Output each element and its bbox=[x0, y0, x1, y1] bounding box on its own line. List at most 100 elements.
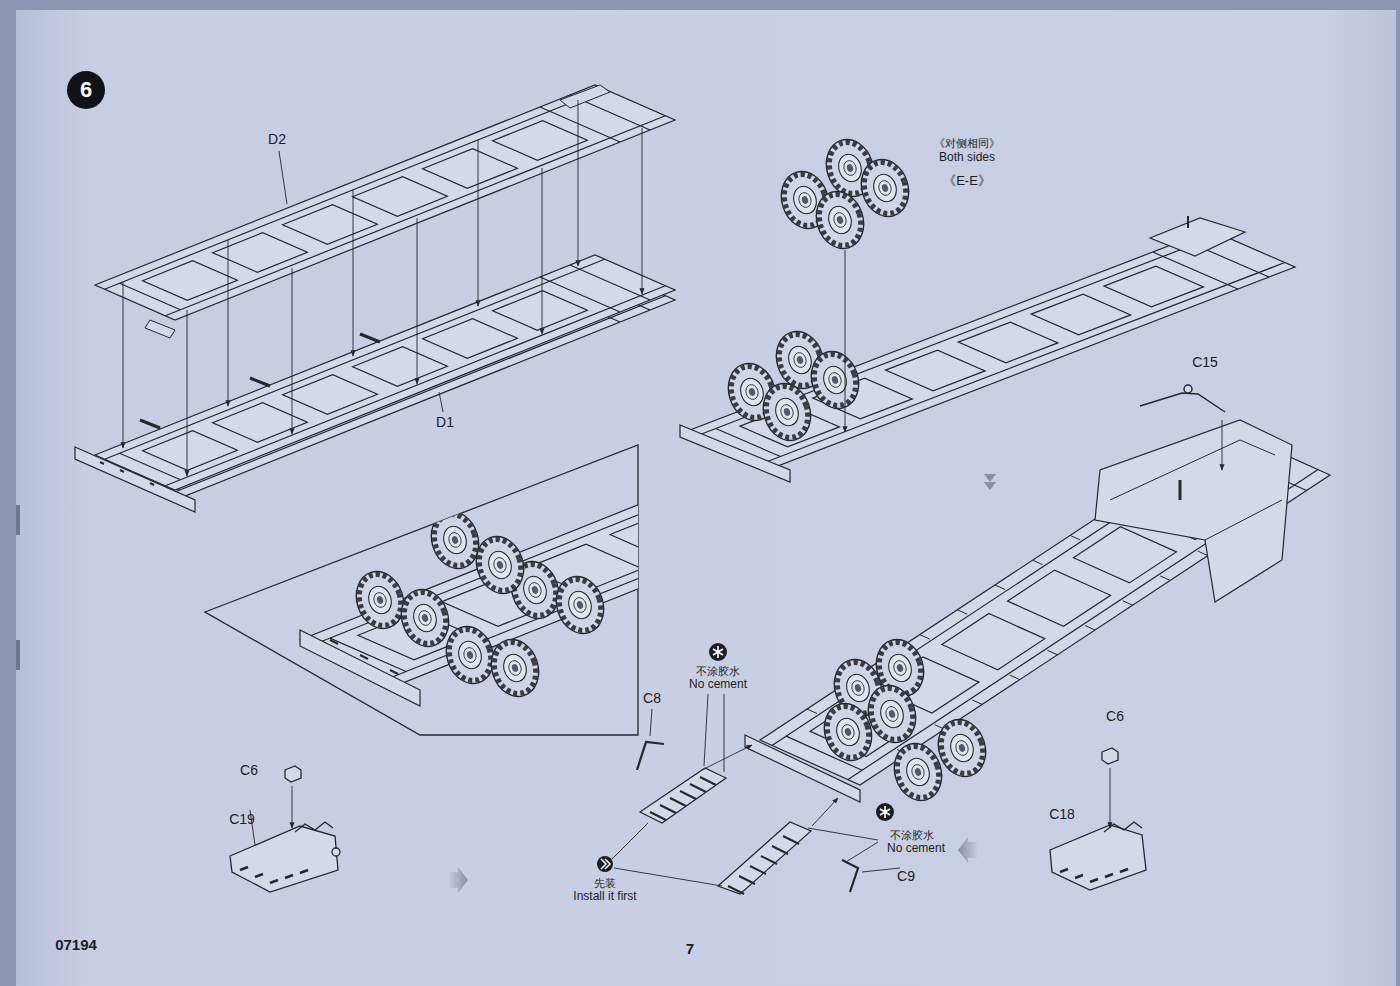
flow-arrow bbox=[448, 837, 978, 893]
part-c18 bbox=[1060, 869, 1128, 882]
part-c19 bbox=[230, 826, 338, 892]
leader-line bbox=[650, 709, 652, 736]
detail-inset bbox=[205, 445, 638, 735]
frame-d1 bbox=[100, 462, 154, 485]
part-c19 bbox=[292, 786, 293, 828]
leader-line bbox=[704, 694, 708, 766]
ramp bbox=[640, 768, 726, 823]
part-rod bbox=[637, 742, 858, 892]
page-number: 7 bbox=[686, 940, 694, 957]
leader-line bbox=[862, 868, 900, 872]
flow-arrow bbox=[448, 867, 468, 893]
binding-holes bbox=[16, 505, 20, 670]
ramp bbox=[728, 836, 799, 894]
part-number: D1 bbox=[436, 414, 454, 430]
leader-line bbox=[845, 250, 846, 432]
part-rod bbox=[842, 860, 858, 892]
part-number: C6 bbox=[1106, 708, 1124, 724]
alignment-arrows bbox=[478, 140, 479, 306]
part-number: C18 bbox=[1049, 806, 1075, 822]
leader-line bbox=[439, 392, 443, 412]
note-text: 不涂胶水 bbox=[696, 665, 740, 678]
symbol-icon bbox=[713, 646, 723, 658]
alignment-arrows bbox=[578, 100, 579, 266]
wheel-set-e bbox=[809, 185, 871, 254]
frame-d2 bbox=[145, 85, 610, 338]
ramp bbox=[640, 768, 811, 894]
part-number: C6 bbox=[240, 762, 258, 778]
detail-inset bbox=[349, 565, 411, 634]
part-number: C8 bbox=[643, 690, 661, 706]
part-c18 bbox=[1110, 768, 1111, 828]
part-c18 bbox=[1050, 748, 1146, 890]
alignment-arrows bbox=[123, 100, 642, 476]
note-text: 先装 bbox=[594, 877, 616, 890]
symbol-icon bbox=[880, 806, 890, 818]
symbol-icon bbox=[597, 643, 894, 872]
detail-inset bbox=[205, 400, 1000, 735]
binding-holes bbox=[16, 505, 20, 535]
assembled-trailer bbox=[1095, 420, 1292, 602]
leader-line bbox=[614, 868, 722, 886]
part-c19 bbox=[295, 822, 333, 832]
part-c18 bbox=[1102, 748, 1118, 764]
leader-line bbox=[846, 842, 878, 862]
note-text: No cement bbox=[689, 678, 747, 692]
assembled-trailer bbox=[1179, 480, 1182, 500]
alignment-arrows bbox=[417, 218, 418, 384]
frame-d2 bbox=[95, 85, 675, 320]
frame-d2 bbox=[95, 85, 675, 338]
flow-arrow bbox=[984, 474, 996, 490]
detail-inset bbox=[469, 530, 531, 599]
frame-with-wheels bbox=[804, 345, 866, 414]
leader-line bbox=[702, 745, 752, 770]
frame-with-wheels bbox=[690, 230, 1295, 467]
part-c19 bbox=[240, 867, 308, 883]
leader-line bbox=[845, 250, 846, 432]
binding-holes bbox=[16, 640, 20, 670]
leader-line bbox=[279, 151, 443, 412]
detail-inset bbox=[484, 633, 546, 702]
note-text: Both sides bbox=[939, 151, 995, 165]
part-c15 bbox=[1140, 393, 1225, 412]
part-c18 bbox=[1050, 825, 1146, 890]
alignment-arrows bbox=[353, 190, 354, 356]
detail-inset bbox=[330, 640, 398, 674]
assembled-trailer bbox=[745, 420, 1330, 807]
wheel-set-e bbox=[854, 153, 916, 222]
leader-line bbox=[250, 694, 900, 886]
leader-line bbox=[812, 798, 838, 826]
detail-inset bbox=[300, 630, 420, 706]
part-number: C19 bbox=[229, 811, 255, 827]
note-text: 《对侧相同》 bbox=[934, 137, 1000, 150]
part-c15 bbox=[1140, 385, 1225, 470]
part-number: D2 bbox=[268, 131, 286, 147]
ramp bbox=[650, 777, 716, 820]
part-number: 《E-E》 bbox=[943, 174, 991, 189]
assembled-trailer bbox=[861, 679, 923, 748]
booklet-page bbox=[16, 10, 1396, 986]
alignment-arrows bbox=[187, 310, 188, 476]
part-c15 bbox=[1184, 385, 1192, 393]
assembled-trailer bbox=[931, 713, 993, 782]
part-c19 bbox=[332, 848, 340, 856]
symbol-icon bbox=[601, 859, 610, 869]
detail-inset bbox=[439, 620, 501, 689]
leader-line bbox=[279, 151, 287, 204]
alignment-arrows bbox=[228, 240, 229, 406]
detail-inset bbox=[394, 583, 456, 652]
detail-inset bbox=[549, 570, 611, 639]
part-number: C15 bbox=[1192, 354, 1218, 370]
frame-with-wheels bbox=[756, 377, 818, 446]
assembled-trailer bbox=[1110, 440, 1282, 540]
leader-line bbox=[724, 694, 725, 772]
flow-arrow bbox=[958, 837, 978, 863]
frame-with-wheels bbox=[1150, 218, 1245, 256]
note-text: No cement bbox=[887, 842, 945, 856]
frame-d1 bbox=[140, 334, 380, 428]
note-text: Install it first bbox=[573, 890, 636, 904]
symbol-icon bbox=[876, 803, 894, 821]
leader-line bbox=[808, 828, 878, 840]
